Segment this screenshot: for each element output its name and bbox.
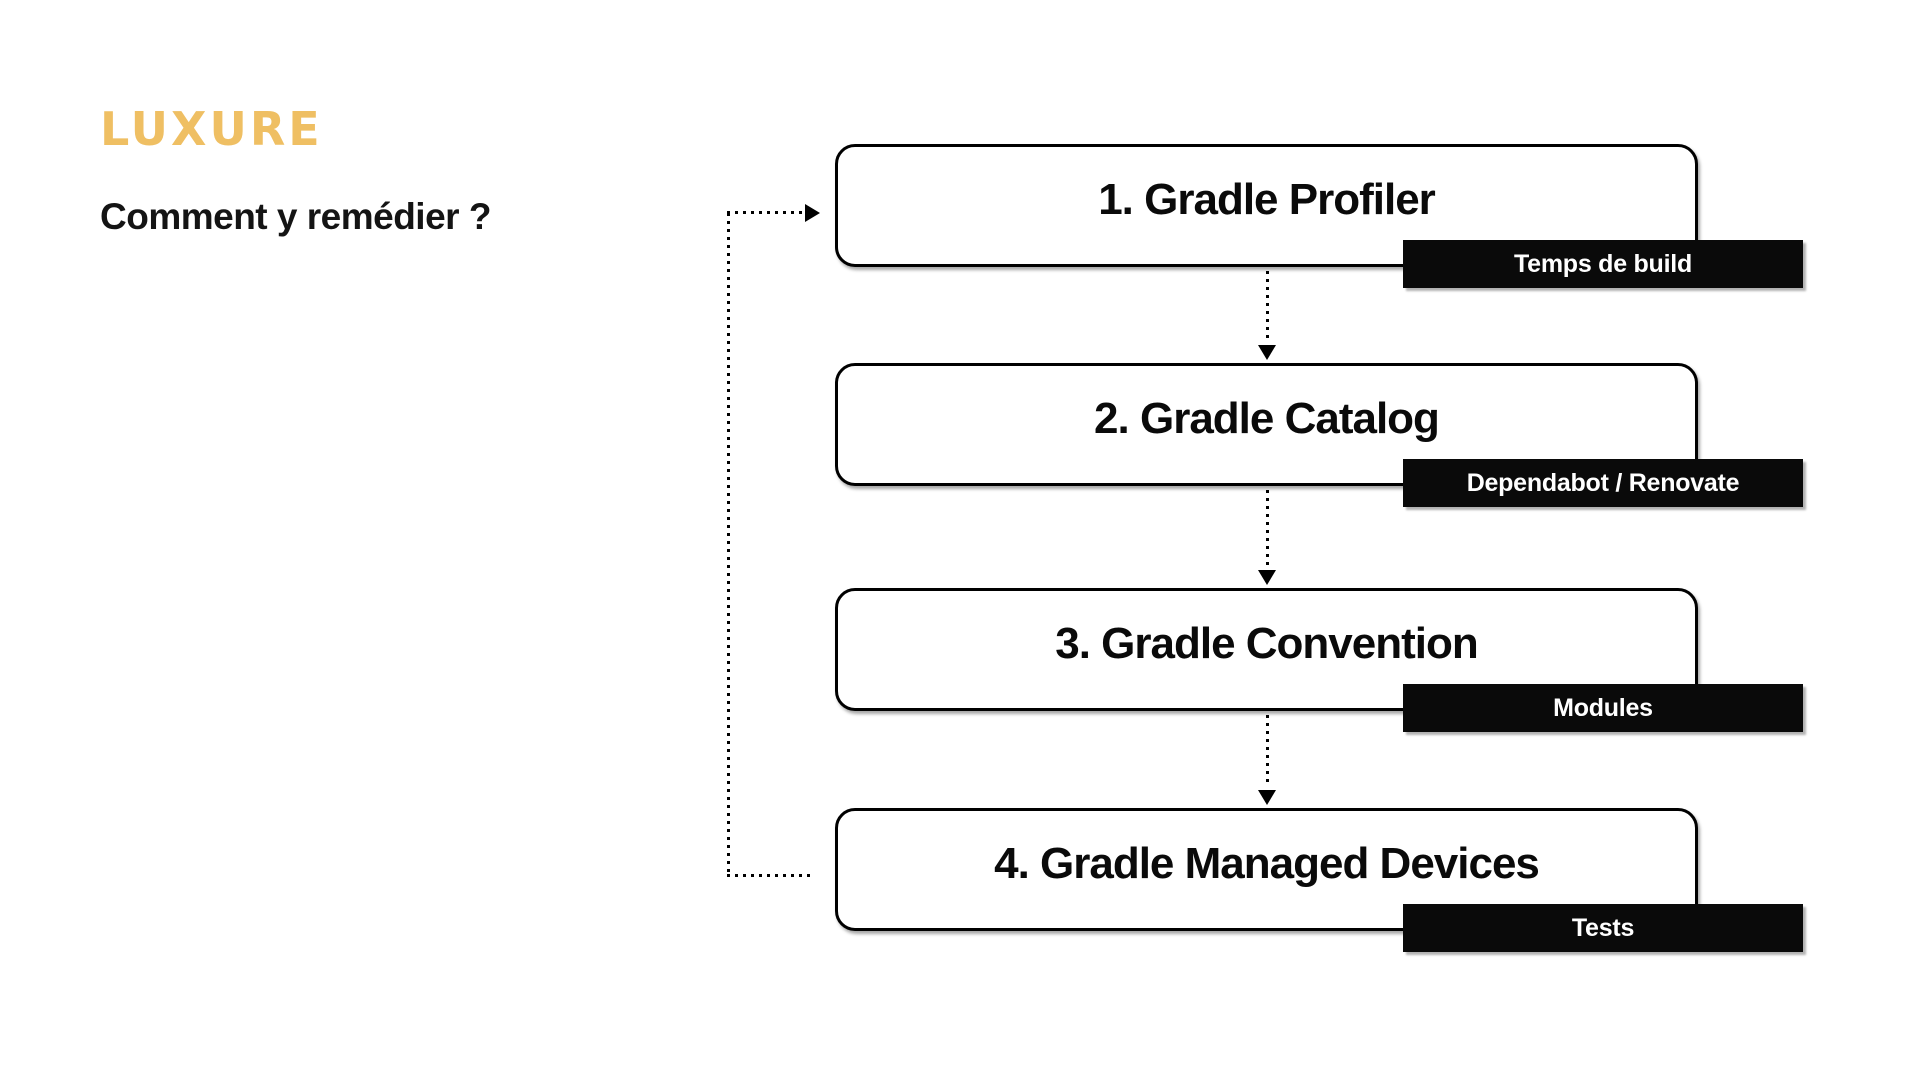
step-title: 1. Gradle Profiler xyxy=(1098,174,1436,224)
loop-line-vertical xyxy=(727,213,730,877)
step-tag: Temps de build xyxy=(1403,240,1803,288)
connector-line-2-3 xyxy=(1266,490,1269,566)
step-title: 2. Gradle Catalog xyxy=(1094,393,1440,443)
connector-line-3-4 xyxy=(1266,715,1269,786)
loop-line-bottom xyxy=(727,874,812,877)
step-box-1: 1. Gradle Profiler xyxy=(835,144,1698,267)
loop-line-top xyxy=(727,211,805,214)
connector-line-1-2 xyxy=(1266,271,1269,341)
arrow-down-icon xyxy=(1258,570,1276,585)
step-tag: Modules xyxy=(1403,684,1803,732)
brand-logo: LUXURE xyxy=(100,102,323,156)
arrow-down-icon xyxy=(1258,345,1276,360)
step-title: 3. Gradle Convention xyxy=(1055,618,1479,668)
arrow-down-icon xyxy=(1258,790,1276,805)
step-tag: Dependabot / Renovate xyxy=(1403,459,1803,507)
arrow-right-icon xyxy=(805,204,820,222)
slide-subtitle: Comment y remédier ? xyxy=(100,196,491,237)
step-tag: Tests xyxy=(1403,904,1803,952)
step-title: 4. Gradle Managed Devices xyxy=(994,838,1540,888)
